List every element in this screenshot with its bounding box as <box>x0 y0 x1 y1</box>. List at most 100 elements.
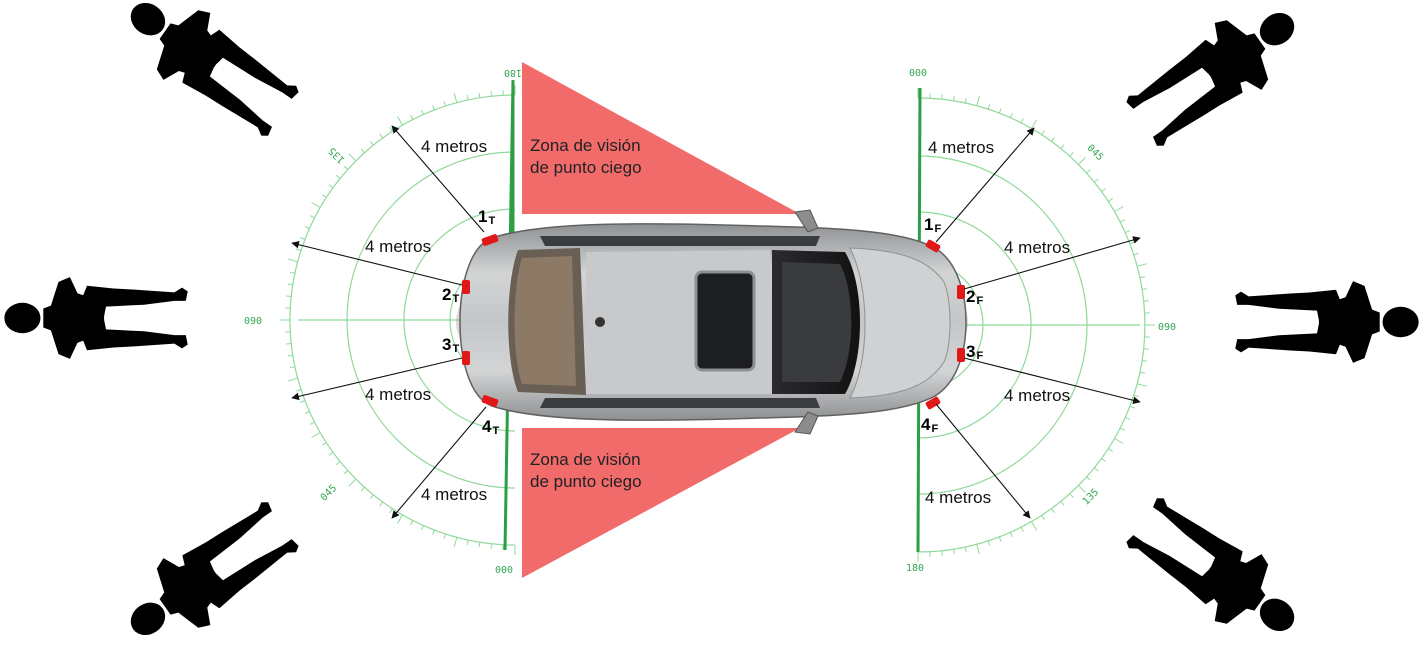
scale-tick <box>1010 113 1012 118</box>
scale-tick <box>1140 372 1145 373</box>
scale-tick <box>411 521 413 525</box>
scale-tick <box>296 390 301 392</box>
scale-tick <box>1108 199 1112 202</box>
scale-tick <box>310 216 314 218</box>
scale-tick <box>942 94 943 99</box>
scale-tick <box>1102 458 1106 461</box>
scale-tick <box>336 175 340 178</box>
scale-tick <box>288 378 298 381</box>
scale-tick <box>305 227 310 229</box>
person-silhouette-bottom-left <box>110 491 307 649</box>
scale-tick <box>988 104 990 109</box>
sensor-label-2f: 2F <box>966 287 983 307</box>
scale-tick <box>1125 231 1130 233</box>
sensor-label-4f: 4F <box>921 415 938 435</box>
scale-tick <box>1144 349 1149 350</box>
sensor-label-1t: 1T <box>478 207 495 227</box>
scale-tick <box>988 541 990 546</box>
scale-tick <box>1140 277 1145 278</box>
person-silhouette-top-left <box>110 0 307 147</box>
scale-tick <box>322 195 326 198</box>
rear-scale-top: 180 <box>504 67 522 78</box>
rear-scale-left: 090 <box>244 316 262 327</box>
person-silhouette-right <box>1235 281 1418 363</box>
scale-tick <box>290 272 295 273</box>
blind-zone-top-line1: Zona de visión <box>530 136 641 155</box>
scale-tick <box>380 502 383 506</box>
scale-tick <box>322 443 326 446</box>
scale-tick <box>344 471 348 474</box>
scale-tick <box>454 93 457 103</box>
scale-tick <box>491 91 492 96</box>
scale-tick <box>329 452 333 455</box>
scale-tick <box>1070 494 1073 498</box>
sensor-2f-marker <box>957 285 965 299</box>
scale-tick <box>286 296 291 297</box>
sensor-label-3t: 3T <box>442 335 459 355</box>
scale-tick <box>1137 264 1147 267</box>
scale-tick <box>1125 417 1130 419</box>
scale-tick <box>422 110 424 115</box>
scale-tick <box>344 166 348 169</box>
scale-tick <box>390 509 393 513</box>
scale-tick <box>411 115 413 119</box>
scale-tick <box>370 141 373 145</box>
scale-tick <box>479 542 480 547</box>
scale-tick <box>433 105 435 110</box>
scale-tick <box>999 108 1001 113</box>
scale-tick <box>312 433 321 438</box>
front-scale-top: 000 <box>909 68 927 79</box>
scale-tick <box>1137 384 1147 387</box>
scale-tick <box>479 93 480 98</box>
scale-tick <box>312 203 321 208</box>
scale-tick <box>1021 118 1023 122</box>
scale-tick <box>999 537 1001 542</box>
scale-tick <box>361 487 364 491</box>
front-scale-right: 090 <box>1158 322 1176 333</box>
scale-tick <box>286 344 291 345</box>
person-silhouette-top-right <box>1118 0 1315 157</box>
blind-zone-top-line2: de punto ciego <box>530 158 642 177</box>
sensor-3f-marker <box>957 348 965 362</box>
sensor-label-2t: 2T <box>442 285 459 305</box>
front-scale-right-upper: 045 <box>1085 143 1106 164</box>
scale-tick <box>305 412 310 414</box>
scale-tick <box>1087 477 1091 480</box>
scale-tick <box>1087 170 1091 173</box>
scale-tick <box>300 238 305 240</box>
sensor-label-1f: 1F <box>924 215 941 235</box>
scale-tick <box>1144 301 1149 302</box>
scale-tick <box>977 544 980 554</box>
distance-label-2t: 4 metros <box>365 237 431 256</box>
scale-tick <box>1094 468 1098 471</box>
scale-tick <box>398 515 403 524</box>
scale-tick <box>1042 515 1045 519</box>
scale-tick <box>965 547 966 552</box>
scale-tick <box>965 98 966 103</box>
blind-zone-bottom-line2: de punto ciego <box>530 472 642 491</box>
scale-tick <box>288 284 293 285</box>
scale-tick <box>1115 439 1124 444</box>
scale-tick <box>296 249 301 251</box>
scale-tick <box>1130 242 1135 244</box>
scale-tick <box>1108 449 1112 452</box>
scale-tick <box>1032 120 1037 129</box>
distance-label-1t: 4 metros <box>421 137 487 156</box>
rear-scale-left-lower: 045 <box>319 483 340 504</box>
scale-tick <box>1134 395 1139 397</box>
scale-tick <box>1051 137 1054 141</box>
sensor-label-4t: 4T <box>482 417 499 437</box>
sensor-label-3f: 3F <box>966 342 983 362</box>
scale-tick <box>398 117 403 126</box>
scale-tick <box>1120 220 1124 222</box>
scale-tick <box>290 367 295 368</box>
scale-tick <box>467 95 468 100</box>
scale-tick <box>1021 527 1023 531</box>
scale-tick <box>390 127 393 131</box>
scale-tick <box>1070 153 1073 157</box>
scale-tick <box>1079 157 1086 164</box>
scale-tick <box>491 544 492 549</box>
scale-tick <box>1051 509 1054 513</box>
